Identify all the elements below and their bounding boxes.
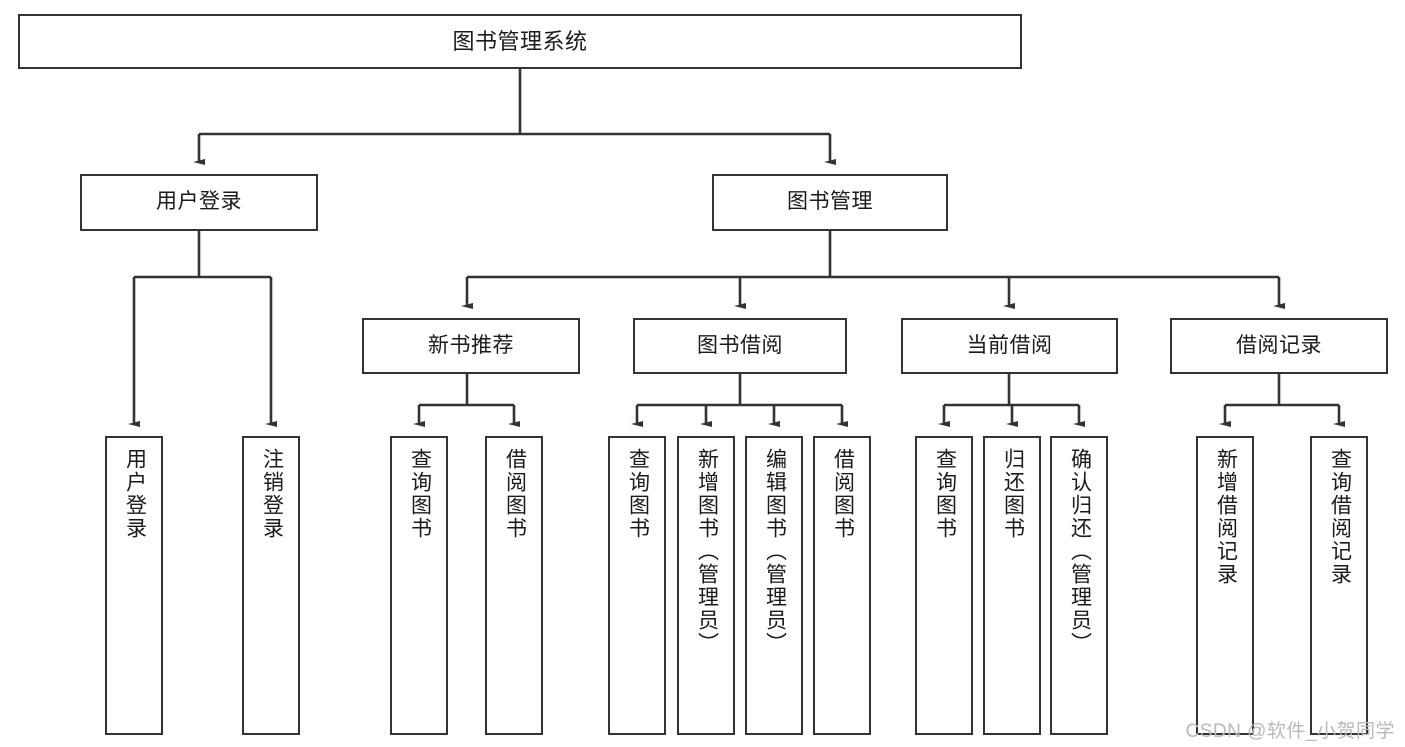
node-leaf-add-record-label: 新增借阅记录 (1214, 448, 1238, 586)
node-new-book-rec[interactable]: 新书推荐 (362, 318, 580, 374)
node-leaf-user-logout-label: 注销登录 (260, 448, 284, 540)
node-leaf-add-book-label: 新增图书（管理员） (695, 448, 719, 655)
node-leaf-query-record[interactable]: 查询借阅记录 (1310, 436, 1368, 735)
node-leaf-query-book-2[interactable]: 查询图书 (608, 436, 666, 735)
node-current-borrow[interactable]: 当前借阅 (901, 318, 1118, 374)
node-root[interactable]: 图书管理系统 (18, 14, 1022, 69)
node-leaf-user-logout[interactable]: 注销登录 (242, 436, 300, 735)
node-user-login-label: 用户登录 (156, 190, 242, 214)
node-leaf-add-book[interactable]: 新增图书（管理员） (677, 436, 735, 735)
node-leaf-query-book-1-label: 查询图书 (408, 448, 432, 540)
node-book-borrow-label: 图书借阅 (697, 333, 783, 357)
node-book-manage[interactable]: 图书管理 (712, 174, 948, 231)
node-leaf-edit-book[interactable]: 编辑图书（管理员） (745, 436, 803, 735)
node-borrow-record[interactable]: 借阅记录 (1170, 318, 1388, 374)
node-book-borrow[interactable]: 图书借阅 (633, 318, 847, 374)
node-leaf-user-login[interactable]: 用户登录 (105, 436, 163, 735)
node-leaf-confirm-return[interactable]: 确认归还（管理员） (1050, 436, 1108, 735)
node-book-manage-label: 图书管理 (787, 190, 873, 214)
node-leaf-query-book-3-label: 查询图书 (933, 448, 957, 540)
node-leaf-user-login-label: 用户登录 (123, 448, 147, 540)
watermark-text: CSDN @软件_小贺同学 (1185, 721, 1395, 742)
node-user-login[interactable]: 用户登录 (80, 174, 318, 231)
node-leaf-borrow-book-2-label: 借阅图书 (831, 448, 855, 540)
node-leaf-add-record[interactable]: 新增借阅记录 (1196, 436, 1254, 735)
node-new-book-rec-label: 新书推荐 (428, 333, 514, 357)
node-leaf-confirm-return-label: 确认归还（管理员） (1068, 448, 1092, 655)
node-borrow-record-label: 借阅记录 (1236, 333, 1322, 357)
node-leaf-query-book-3[interactable]: 查询图书 (915, 436, 973, 735)
node-leaf-borrow-book-2[interactable]: 借阅图书 (813, 436, 871, 735)
node-leaf-return-book[interactable]: 归还图书 (983, 436, 1041, 735)
node-leaf-query-record-label: 查询借阅记录 (1328, 448, 1352, 586)
node-leaf-borrow-book-1-label: 借阅图书 (503, 448, 527, 540)
node-current-borrow-label: 当前借阅 (966, 333, 1053, 357)
node-leaf-query-book-1[interactable]: 查询图书 (390, 436, 448, 735)
node-root-label: 图书管理系统 (452, 28, 588, 54)
node-leaf-query-book-2-label: 查询图书 (626, 448, 650, 540)
node-leaf-return-book-label: 归还图书 (1001, 448, 1025, 540)
node-leaf-borrow-book-1[interactable]: 借阅图书 (485, 436, 543, 735)
node-leaf-edit-book-label: 编辑图书（管理员） (763, 448, 787, 655)
